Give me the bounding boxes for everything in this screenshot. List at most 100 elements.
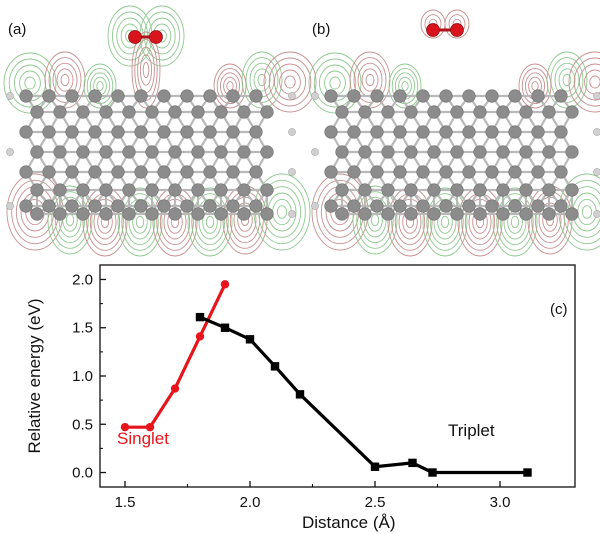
carbon-atom [237, 207, 251, 221]
orbital-contour [263, 51, 317, 113]
orbital-contour [124, 198, 156, 246]
carbon-atom [508, 125, 522, 139]
carbon-atom [42, 165, 56, 179]
orbital-contour [245, 57, 279, 103]
orbital-contour [388, 63, 422, 109]
carbon-atom [485, 125, 499, 139]
triplet-point [270, 362, 280, 371]
carbon-atom [99, 183, 113, 197]
carbon-atom [191, 145, 205, 159]
triplet-point [295, 390, 305, 399]
carbon-atom [134, 199, 148, 213]
orbital-contour [356, 191, 394, 249]
x-tick-label: 1.5 [115, 494, 136, 511]
hydrogen-atom [593, 128, 600, 136]
orbital-contour [492, 187, 538, 257]
carbon-atom [249, 199, 263, 213]
carbon-atom [358, 207, 372, 221]
orbital-contour [135, 215, 145, 229]
carbon-atom [381, 183, 395, 197]
carbon-atom [450, 207, 464, 221]
carbon-atom [439, 89, 453, 103]
hydrogen-atom [593, 92, 600, 100]
singlet-point [145, 422, 155, 432]
carbon-atom [416, 199, 430, 213]
carbon-atom [19, 199, 33, 213]
hydrogen-atom [288, 210, 296, 218]
orbital-contour [253, 68, 271, 92]
plot-frame [99, 264, 576, 488]
carbon-atom [88, 199, 102, 213]
carbon-atom [393, 89, 407, 103]
orbital-contour [589, 75, 600, 89]
orbital-contour [496, 193, 534, 251]
carbon-atom [404, 207, 418, 221]
orbital-contour [361, 68, 379, 92]
carbon-atom [531, 125, 545, 139]
carbon-atom [335, 105, 349, 119]
carbon-atom [145, 207, 159, 221]
orbital-contour [139, 54, 153, 86]
singlet-label: Singlet [117, 429, 169, 448]
carbon-atom [485, 165, 499, 179]
orbital-contour [121, 193, 159, 251]
oxygen-molecule-a [128, 30, 163, 44]
carbon-atom [554, 89, 568, 103]
carbon-atom [191, 207, 205, 221]
carbon-atom [226, 125, 240, 139]
carbon-atom [88, 165, 102, 179]
orbital-contour [194, 198, 226, 246]
singlet-point [220, 280, 230, 289]
carbon-atom [473, 145, 487, 159]
carbon-atom [404, 145, 418, 159]
triplet-label: Triplet [448, 421, 495, 440]
orbital-contour [313, 58, 357, 108]
orbital-contour [117, 187, 163, 257]
carbon-atom [42, 89, 56, 103]
panel-b-label: (b) [312, 21, 330, 38]
orbital-contour [191, 193, 229, 251]
carbon-atom [381, 105, 395, 119]
carbon-atom [450, 105, 464, 119]
singlet-point [120, 422, 130, 432]
hydrogen-atom [288, 128, 296, 136]
carbon-atom [53, 207, 67, 221]
carbon-atom [168, 207, 182, 221]
orbital-contour [8, 58, 52, 108]
carbon-atom [53, 183, 67, 197]
carbon-atom [519, 183, 533, 197]
orbital-contour [284, 75, 296, 89]
orbital-contour [51, 191, 89, 249]
carbon-atom [145, 105, 159, 119]
hydrogen-atom [6, 202, 14, 210]
y-tick-label: 0.5 [72, 416, 93, 433]
orbital-contour [510, 215, 520, 229]
y-tick-label: 0.0 [72, 465, 93, 482]
carbon-atom [65, 125, 79, 139]
singlet-point [195, 332, 205, 341]
orbital-contour [577, 198, 597, 226]
carbon-atom [462, 165, 476, 179]
carbon-atom [260, 145, 274, 159]
orbital-contour [353, 57, 387, 103]
carbon-atom [19, 89, 33, 103]
oxygen-atom [426, 23, 440, 37]
orbital-contour [581, 205, 593, 219]
carbon-atom [214, 183, 228, 197]
orbital-contour [444, 9, 470, 39]
orbital-contour [276, 205, 288, 219]
carbon-atom [462, 89, 476, 103]
orbital-contour [518, 63, 552, 109]
carbon-atom [531, 165, 545, 179]
x-axis-title: Distance (Å) [302, 513, 396, 532]
carbon-atom [473, 183, 487, 197]
carbon-atom [542, 207, 556, 221]
carbon-atom [554, 165, 568, 179]
carbon-atom [565, 145, 579, 159]
y-axis-title: Relative energy (eV) [25, 299, 44, 454]
carbon-atom [485, 89, 499, 103]
triplet-point [245, 335, 255, 344]
orbital-contour [24, 76, 36, 90]
carbon-atom [157, 165, 171, 179]
x-tick-label: 2.0 [240, 494, 261, 511]
